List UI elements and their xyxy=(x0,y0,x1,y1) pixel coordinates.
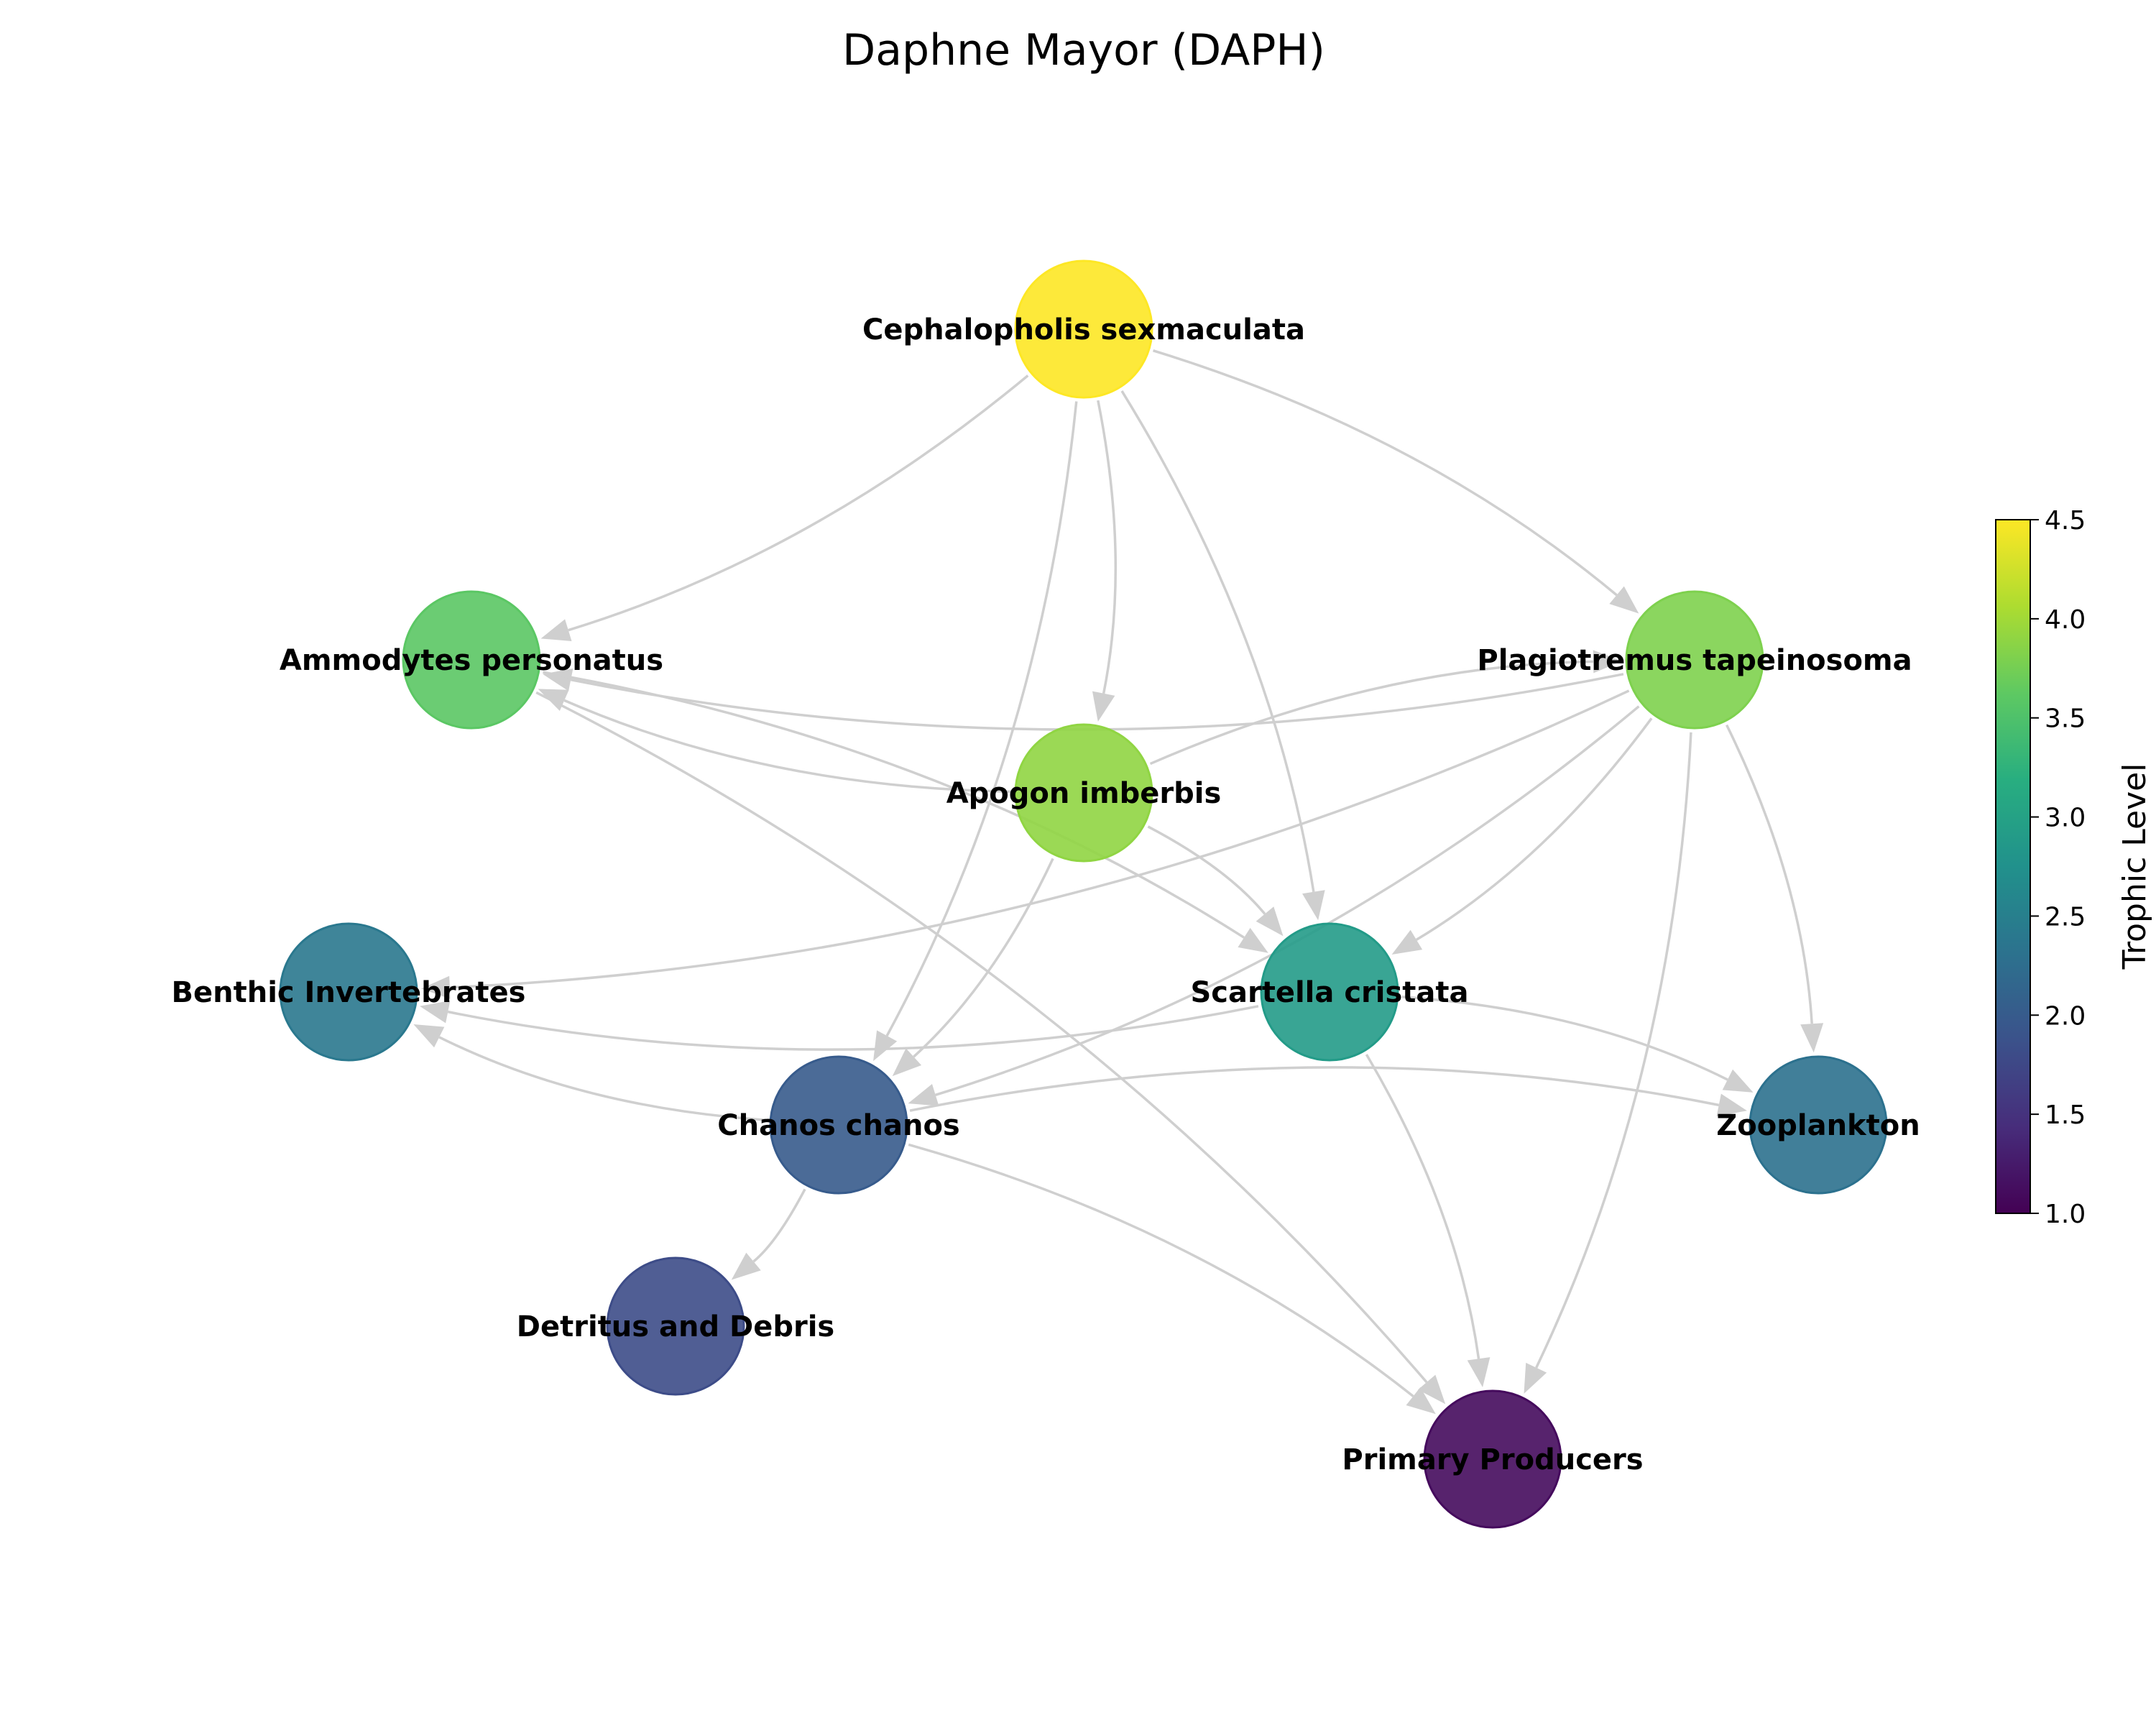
node-circle-chanos xyxy=(769,1055,908,1195)
arrowhead-ammodytes-to-scartella xyxy=(1238,927,1268,953)
node-label-benthic: Benthic Invertebrates xyxy=(172,976,526,1009)
edges-layer xyxy=(413,349,1824,1415)
edge-chanos-to-benthic xyxy=(438,1036,767,1121)
arrowhead-ammodytes-to-primary xyxy=(1418,1374,1446,1405)
edge-scartella-to-benthic xyxy=(447,1005,1259,1051)
edge-ammodytes-to-scartella xyxy=(543,671,1245,939)
node-primary: Primary Producers xyxy=(1342,1389,1644,1529)
node-apogon: Apogon imberbis xyxy=(946,723,1222,863)
arrowhead-scartella-to-primary xyxy=(1467,1357,1491,1387)
arrowhead-cephalopholis-to-ammodytes xyxy=(540,619,572,641)
colorbar-tick-label-3.5: 3.5 xyxy=(2045,704,2086,734)
node-circle-ammodytes xyxy=(402,590,541,730)
node-circle-apogon xyxy=(1014,723,1153,863)
arrowhead-chanos-to-primary xyxy=(1406,1387,1436,1415)
arrowhead-apogon-to-scartella xyxy=(1256,906,1284,937)
arrowhead-apogon-to-chanos xyxy=(892,1048,922,1077)
edge-scartella-to-zooplankton xyxy=(1401,996,1728,1081)
colorbar-tick-label-1.0: 1.0 xyxy=(2045,1200,2086,1229)
node-circle-scartella xyxy=(1260,922,1399,1062)
colorbar-tick-label-2.5: 2.5 xyxy=(2045,902,2086,932)
node-circle-primary xyxy=(1423,1389,1562,1529)
edge-scartella-to-primary xyxy=(1365,1054,1480,1359)
colorbar-gradient xyxy=(1995,519,2031,1214)
node-chanos: Chanos chanos xyxy=(717,1055,960,1195)
edge-chanos-to-zooplankton xyxy=(909,1066,1720,1112)
node-cephalopholis: Cephalopholis sexmaculata xyxy=(862,259,1305,399)
node-label-chanos: Chanos chanos xyxy=(717,1109,959,1142)
edge-apogon-to-ammodytes xyxy=(563,699,1012,794)
colorbar: 1.0 1.5 2.0 2.5 3.0 3.5 4.0 4.5 Trophic Level xyxy=(1995,506,2153,1229)
diagram-title: Daphne Mayor (DAPH) xyxy=(842,25,1325,75)
colorbar-tick-label-1.5: 1.5 xyxy=(2045,1100,2086,1130)
arrowhead-plagiotremus-to-chanos xyxy=(908,1084,939,1106)
arrowhead-chanos-to-benthic xyxy=(413,1024,445,1048)
arrowhead-chanos-to-zooplankton xyxy=(1716,1093,1747,1117)
arrowhead-plagiotremus-to-scartella xyxy=(1391,929,1423,955)
colorbar-tick-label-3.0: 3.0 xyxy=(2045,804,2086,833)
colorbar-tick-label-4.5: 4.5 xyxy=(2045,506,2086,536)
node-benthic: Benthic Invertebrates xyxy=(172,922,526,1062)
node-plagiotremus: Plagiotremus tapeinosoma xyxy=(1477,590,1912,730)
edge-cephalopholis-to-scartella xyxy=(1120,390,1315,893)
node-circle-zooplankton xyxy=(1749,1055,1888,1195)
edge-chanos-to-detritus xyxy=(752,1188,806,1263)
edge-cephalopholis-to-ammodytes xyxy=(568,374,1029,632)
edge-cephalopholis-to-apogon xyxy=(1097,400,1118,694)
edge-apogon-to-scartella xyxy=(1147,825,1266,915)
colorbar-tick-label-4.0: 4.0 xyxy=(2045,605,2086,635)
edge-apogon-to-plagiotremus xyxy=(1149,660,1594,766)
node-circle-cephalopholis xyxy=(1014,259,1153,399)
node-zooplankton: Zooplankton xyxy=(1716,1055,1920,1195)
arrowhead-cephalopholis-to-scartella xyxy=(1302,890,1325,921)
node-label-zooplankton: Zooplankton xyxy=(1716,1109,1920,1142)
arrowhead-cephalopholis-to-apogon xyxy=(1092,691,1115,722)
edge-plagiotremus-to-scartella xyxy=(1415,717,1653,941)
arrowhead-cephalopholis-to-plagiotremus xyxy=(1609,586,1639,614)
edge-cephalopholis-to-plagiotremus xyxy=(1153,349,1618,597)
node-scartella: Scartella cristata xyxy=(1190,922,1469,1062)
arrowhead-scartella-to-benthic xyxy=(420,1000,451,1024)
node-label-cephalopholis: Cephalopholis sexmaculata xyxy=(862,313,1305,346)
node-circle-plagiotremus xyxy=(1625,590,1764,730)
node-label-scartella: Scartella cristata xyxy=(1190,976,1468,1009)
edge-cephalopholis-to-chanos xyxy=(885,401,1078,1037)
colorbar-label: Trophic Level xyxy=(2116,763,2153,970)
node-label-primary: Primary Producers xyxy=(1342,1443,1643,1476)
edge-plagiotremus-to-benthic xyxy=(449,689,1630,989)
arrowhead-plagiotremus-to-primary xyxy=(1524,1362,1547,1394)
arrowhead-scartella-to-zooplankton xyxy=(1722,1069,1754,1093)
node-label-ammodytes: Ammodytes personatus xyxy=(280,644,663,677)
arrowhead-apogon-to-plagiotremus xyxy=(1593,650,1623,674)
node-circle-benthic xyxy=(279,922,418,1062)
arrowhead-chanos-to-detritus xyxy=(731,1252,761,1280)
colorbar-tick-label-2.0: 2.0 xyxy=(2045,1001,2086,1031)
edge-plagiotremus-to-primary xyxy=(1535,732,1692,1369)
arrowhead-cephalopholis-to-chanos xyxy=(873,1030,898,1062)
edge-plagiotremus-to-zooplankton xyxy=(1726,724,1813,1024)
node-circle-detritus xyxy=(606,1256,745,1396)
node-detritus: Detritus and Debris xyxy=(517,1256,834,1396)
node-label-plagiotremus: Plagiotremus tapeinosoma xyxy=(1477,644,1912,677)
arrowhead-plagiotremus-to-benthic xyxy=(420,975,451,999)
node-ammodytes: Ammodytes personatus xyxy=(280,590,663,730)
node-label-detritus: Detritus and Debris xyxy=(517,1310,834,1343)
colorbar-ticks: 1.0 1.5 2.0 2.5 3.0 3.5 4.0 4.5 xyxy=(2030,506,2086,1229)
arrowhead-plagiotremus-to-zooplankton xyxy=(1800,1023,1824,1053)
edge-ammodytes-to-primary xyxy=(535,691,1428,1384)
edge-apogon-to-chanos xyxy=(913,858,1054,1058)
node-label-apogon: Apogon imberbis xyxy=(946,777,1222,810)
edge-chanos-to-primary xyxy=(908,1143,1414,1397)
